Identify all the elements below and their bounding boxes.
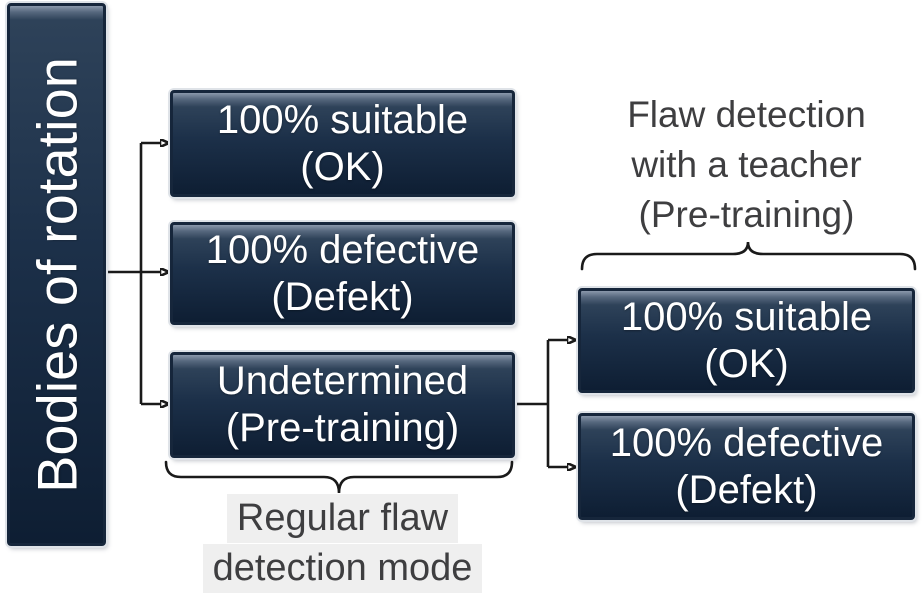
caption-teacher-mode-line3: (Pre-training) — [638, 194, 855, 235]
node-undetermined-stage1-label: Undetermined (Pre-training) — [216, 359, 469, 450]
node-undetermined-stage1: Undetermined (Pre-training) — [170, 352, 515, 458]
stage1-brace — [164, 460, 514, 494]
node-defective-stage2: 100% defective (Defekt) — [578, 413, 915, 520]
node-bodies-of-rotation: Bodies of rotation — [7, 3, 106, 546]
node-suitable-stage1-label: 100% suitable (OK) — [216, 97, 469, 189]
caption-teacher-mode-line2: with a teacher — [631, 144, 862, 185]
caption-regular-mode-line2: detection mode — [202, 544, 483, 593]
node-defective-stage1: 100% defective (Defekt) — [170, 222, 515, 325]
caption-regular-mode: Regular flaw detection mode — [160, 494, 525, 594]
stage2-brace — [580, 241, 917, 271]
stage2-brace-path — [580, 241, 917, 271]
stage1-brace-path — [164, 460, 514, 494]
caption-teacher-mode-line1: Flaw detection — [627, 94, 866, 135]
node-defective-stage2-label: 100% defective (Defekt) — [609, 420, 884, 512]
node-defective-stage1-label: 100% defective (Defekt) — [205, 227, 480, 319]
node-suitable-stage2-label: 100% suitable (OK) — [620, 294, 873, 386]
node-suitable-stage1: 100% suitable (OK) — [170, 90, 515, 197]
caption-teacher-mode: Flaw detection with a teacher (Pre-train… — [578, 90, 915, 240]
node-suitable-stage2: 100% suitable (OK) — [578, 288, 915, 393]
node-bodies-of-rotation-label: Bodies of rotation — [25, 56, 88, 493]
caption-regular-mode-line1: Regular flaw — [226, 494, 459, 543]
